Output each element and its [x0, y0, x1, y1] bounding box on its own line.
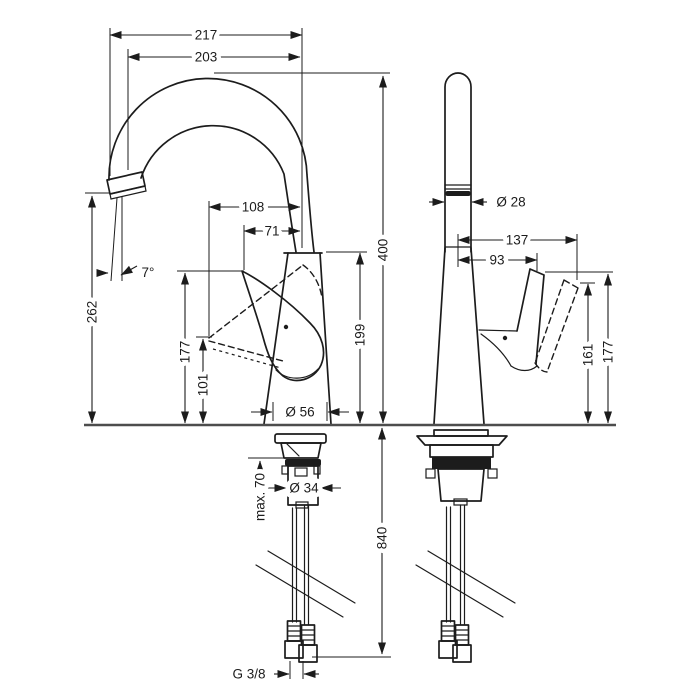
mounting-shank [287, 465, 319, 506]
hose-connector-3 [438, 620, 458, 659]
dim-spout-width: 203 [127, 45, 301, 69]
shank-notch-front [453, 498, 468, 506]
aerator-lip [109, 185, 147, 200]
mounting-flange-front [416, 435, 508, 446]
dim-shank-diameter: Ø 34 [266, 476, 341, 500]
body-right-edge-front [470, 247, 485, 425]
body-left-edge [263, 252, 289, 425]
spout-outer-curve [108, 77, 315, 253]
dim-label-handle-reach-inner: 93 [489, 253, 504, 268]
dim-handle-low-height: 101 [191, 338, 215, 424]
escutcheon-cone [280, 442, 322, 459]
dim-outlet-angle: 7° [96, 261, 159, 285]
extension-lines [85, 28, 613, 679]
handle-screw-dot-front [502, 335, 508, 341]
swivel-ring-band [445, 191, 471, 196]
dim-label-overall-width: 217 [195, 28, 218, 43]
dim-handle-reach-inner: 93 [457, 248, 538, 272]
hose-left-pair [291, 505, 310, 625]
dim-handle-low-height-right: 161 [576, 283, 600, 424]
dim-outlet-height: 262 [80, 195, 104, 424]
dim-label-spout-width: 203 [195, 50, 218, 65]
handle-lever [241, 270, 325, 382]
dim-body-height: 199 [348, 252, 372, 424]
spout-column [444, 72, 472, 253]
hose-right-pair [445, 504, 466, 625]
flange-neck [429, 444, 494, 458]
swivel-ring-lines [444, 184, 472, 190]
handle-down-hatch-dashed [212, 348, 282, 369]
dim-label-shank-diameter: Ø 34 [289, 481, 319, 496]
break-lines-right [415, 550, 516, 618]
dim-handle-reach-outer: 137 [457, 228, 578, 252]
dim-label-outlet-angle: 7° [142, 265, 155, 280]
body-left-edge-front [433, 247, 446, 425]
dim-label-reach-inner: 71 [264, 224, 279, 239]
dim-label-thread-size: G 3/8 [232, 667, 265, 682]
handle-foot [510, 363, 538, 372]
break-lines-left [255, 550, 356, 618]
dim-label-handle-low-height-right: 161 [581, 344, 596, 367]
tab-left-front [425, 468, 436, 479]
dim-label-spout-height: 400 [376, 239, 391, 262]
tab-right-front [487, 468, 498, 479]
dim-spout-height: 400 [371, 75, 395, 424]
handle-knob-rim [275, 368, 319, 379]
shank-front [437, 468, 485, 502]
dim-reach-outer: 108 [208, 195, 301, 219]
body-right-edge [319, 252, 332, 425]
oring-band [285, 459, 321, 466]
base-flange-plate [274, 433, 327, 444]
hose-connector-4 [452, 624, 472, 663]
threaded-band-front [432, 457, 491, 469]
dim-label-reach-outer: 108 [242, 200, 265, 215]
dim-pipe-diameter: Ø 28 [429, 190, 530, 214]
handle-screw-dot [283, 324, 289, 330]
dim-label-handle-low-height: 101 [196, 374, 211, 397]
dim-label-handle-height-right: 177 [601, 341, 616, 364]
dim-hose-length: 840 [370, 427, 394, 655]
dim-handle-height-right: 177 [596, 273, 620, 424]
handle-shelf [478, 329, 518, 332]
dim-label-handle-height-left: 177 [178, 341, 193, 364]
handle-down-knob-dashed [302, 264, 323, 299]
dim-label-body-height: 199 [353, 324, 368, 347]
handle-blade [516, 268, 545, 365]
hose-connector-2 [298, 624, 318, 663]
dim-label-base-diameter: Ø 56 [285, 405, 314, 420]
dim-max-mounting-thickness: max. 70 [248, 460, 272, 526]
angle-ref-line-a [110, 197, 118, 282]
dim-thread-size: G 3/8 [228, 662, 319, 686]
escutcheon-detail-line [286, 443, 300, 457]
dim-label-handle-reach-outer: 137 [506, 233, 529, 248]
side-view-faucet [106, 77, 356, 663]
dim-label-hose-length: 840 [375, 527, 390, 550]
handle-lower-curve [480, 333, 512, 367]
shank-tab-right [313, 465, 321, 475]
handle-down-upper-dashed [208, 264, 304, 339]
handle-down-lower-dashed [208, 340, 284, 362]
shank-notch [295, 501, 309, 509]
shank-tab-left [281, 465, 289, 475]
dim-handle-height-left: 177 [173, 272, 197, 424]
dim-label-max-mounting-thickness: max. 70 [253, 473, 268, 521]
dim-overall-width: 217 [109, 23, 303, 47]
base-plate-front [433, 429, 489, 437]
handle-tilted-dashed [534, 279, 579, 373]
front-view-faucet [415, 72, 579, 663]
dim-label-pipe-diameter: Ø 28 [496, 195, 525, 210]
hose-connector-1 [284, 620, 304, 659]
shank-detail [294, 467, 308, 477]
dim-label-outlet-height: 262 [85, 301, 100, 324]
